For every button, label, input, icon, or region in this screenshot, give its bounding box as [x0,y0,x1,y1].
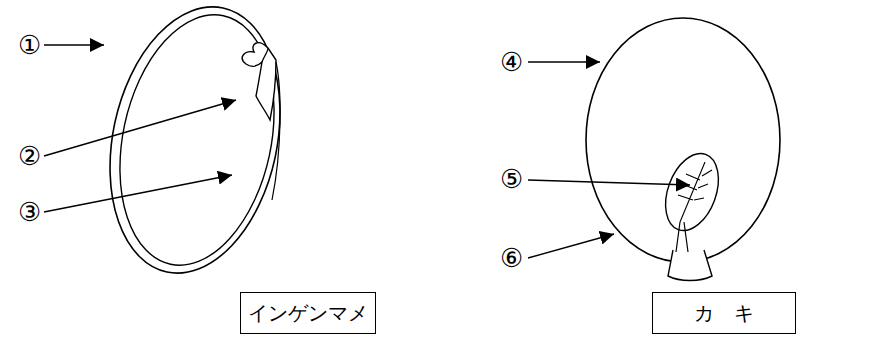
leader-arrow [528,180,690,185]
leader-lines [44,45,690,258]
callout-number: ② [18,143,41,169]
name-box: カ キ [652,292,796,334]
name-box: インゲンマメ [240,292,376,334]
leader-arrow [528,234,614,258]
seed-name: カ キ [694,300,754,327]
leader-arrow [528,61,600,62]
callout-number: ③ [18,199,41,225]
bean-embryo-detail [262,48,268,62]
seed-name: インゲンマメ [248,300,368,327]
bean-embryo [242,43,276,120]
bean-seed-coat-inner [98,0,296,279]
persimmon-seed [586,18,780,281]
bean-seed-coat-outer [87,0,304,289]
persimmon-seed-tip [668,250,712,281]
leader-arrow [44,175,232,212]
leader-arrow [44,100,236,156]
callout-number: ④ [500,49,523,75]
callout-number: ① [18,32,41,58]
callout-number: ⑤ [500,166,523,192]
persimmon-embryo-veins [678,162,712,222]
bean-hilum [272,62,280,200]
bean-seed [87,0,304,289]
callout-number: ⑥ [500,245,523,271]
persimmon-embryo [656,146,728,238]
persimmon-radicle [676,222,688,252]
persimmon-seed-coat [586,18,780,262]
leader-arrow [44,44,104,45]
